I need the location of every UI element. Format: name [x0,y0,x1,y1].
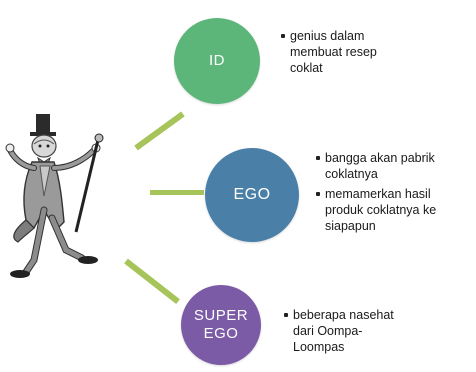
id-bullet-item: genius dalam membuat resep coklat [281,28,377,76]
bullet-line: produk coklatnya ke [325,203,437,217]
bullet-line: Loompas [293,340,345,354]
superego-node: SUPER EGO [181,285,261,365]
id-node-label: ID [209,52,225,69]
superego-node-label-line2: EGO [203,325,239,342]
bullet-line: coklatnya [325,167,378,181]
bullet-line: bangga akan pabrik [325,151,435,165]
bullet-line: genius dalam [290,29,365,43]
connector-ego [150,190,204,195]
ego-bullet-item: bangga akan pabrik coklatnya [316,150,436,182]
bullet-line: beberapa nasehat [293,308,394,322]
bullet-line: memamerkan hasil [325,187,431,201]
ego-node: EGO [205,148,299,242]
bullet-line: siapapun [325,219,376,233]
bullet-line: dari Oompa- [293,324,363,338]
superego-bullet-list: beberapa nasehat dari Oompa- Loompas [284,307,394,357]
superego-bullet-item: beberapa nasehat dari Oompa- Loompas [284,307,394,355]
id-bullet-list: genius dalam membuat resep coklat [281,28,377,78]
ego-bullet-list: bangga akan pabrik coklatnya memamerkan … [316,150,436,236]
ego-node-label: EGO [233,186,271,203]
ego-bullet-item: memamerkan hasil produk coklatnya ke sia… [316,186,436,234]
bullet-line: coklat [290,61,323,75]
top-hat-cane-figure-icon [5,114,104,278]
superego-node-label-line1: SUPER [193,307,249,324]
connector-id [134,111,185,151]
id-node: ID [174,18,260,104]
bullet-line: membuat resep [290,45,377,59]
